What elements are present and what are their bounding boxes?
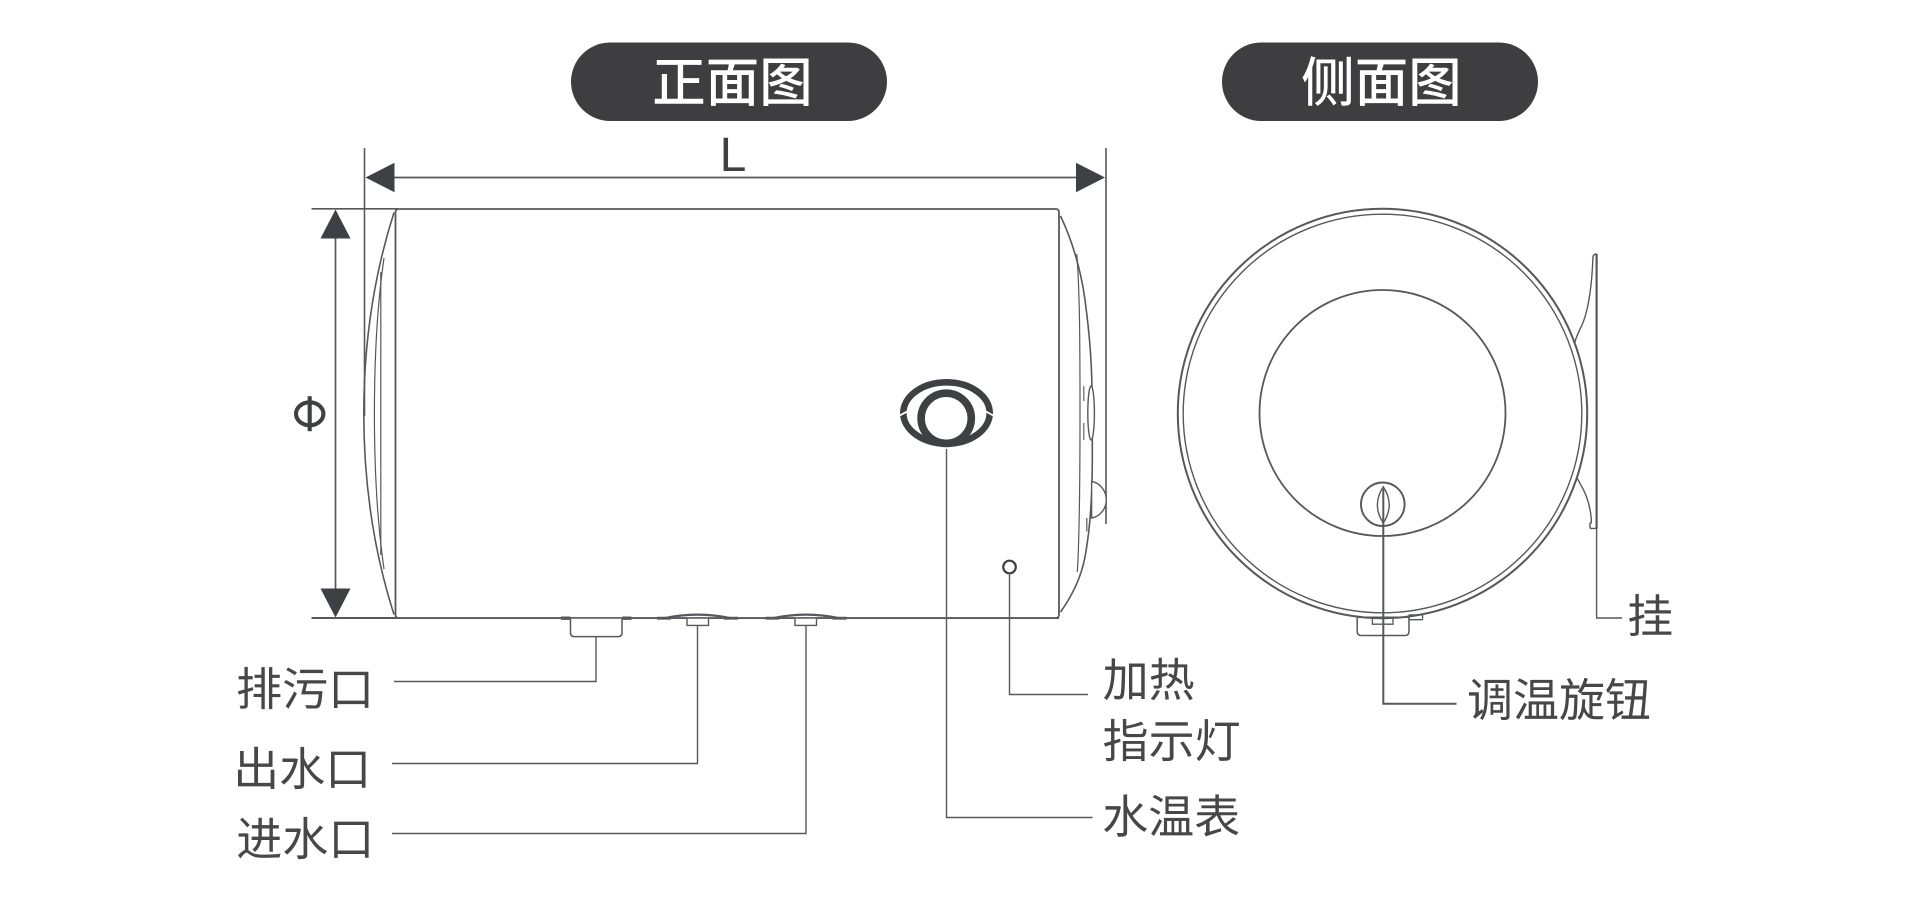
- svg-text:L: L: [720, 129, 747, 182]
